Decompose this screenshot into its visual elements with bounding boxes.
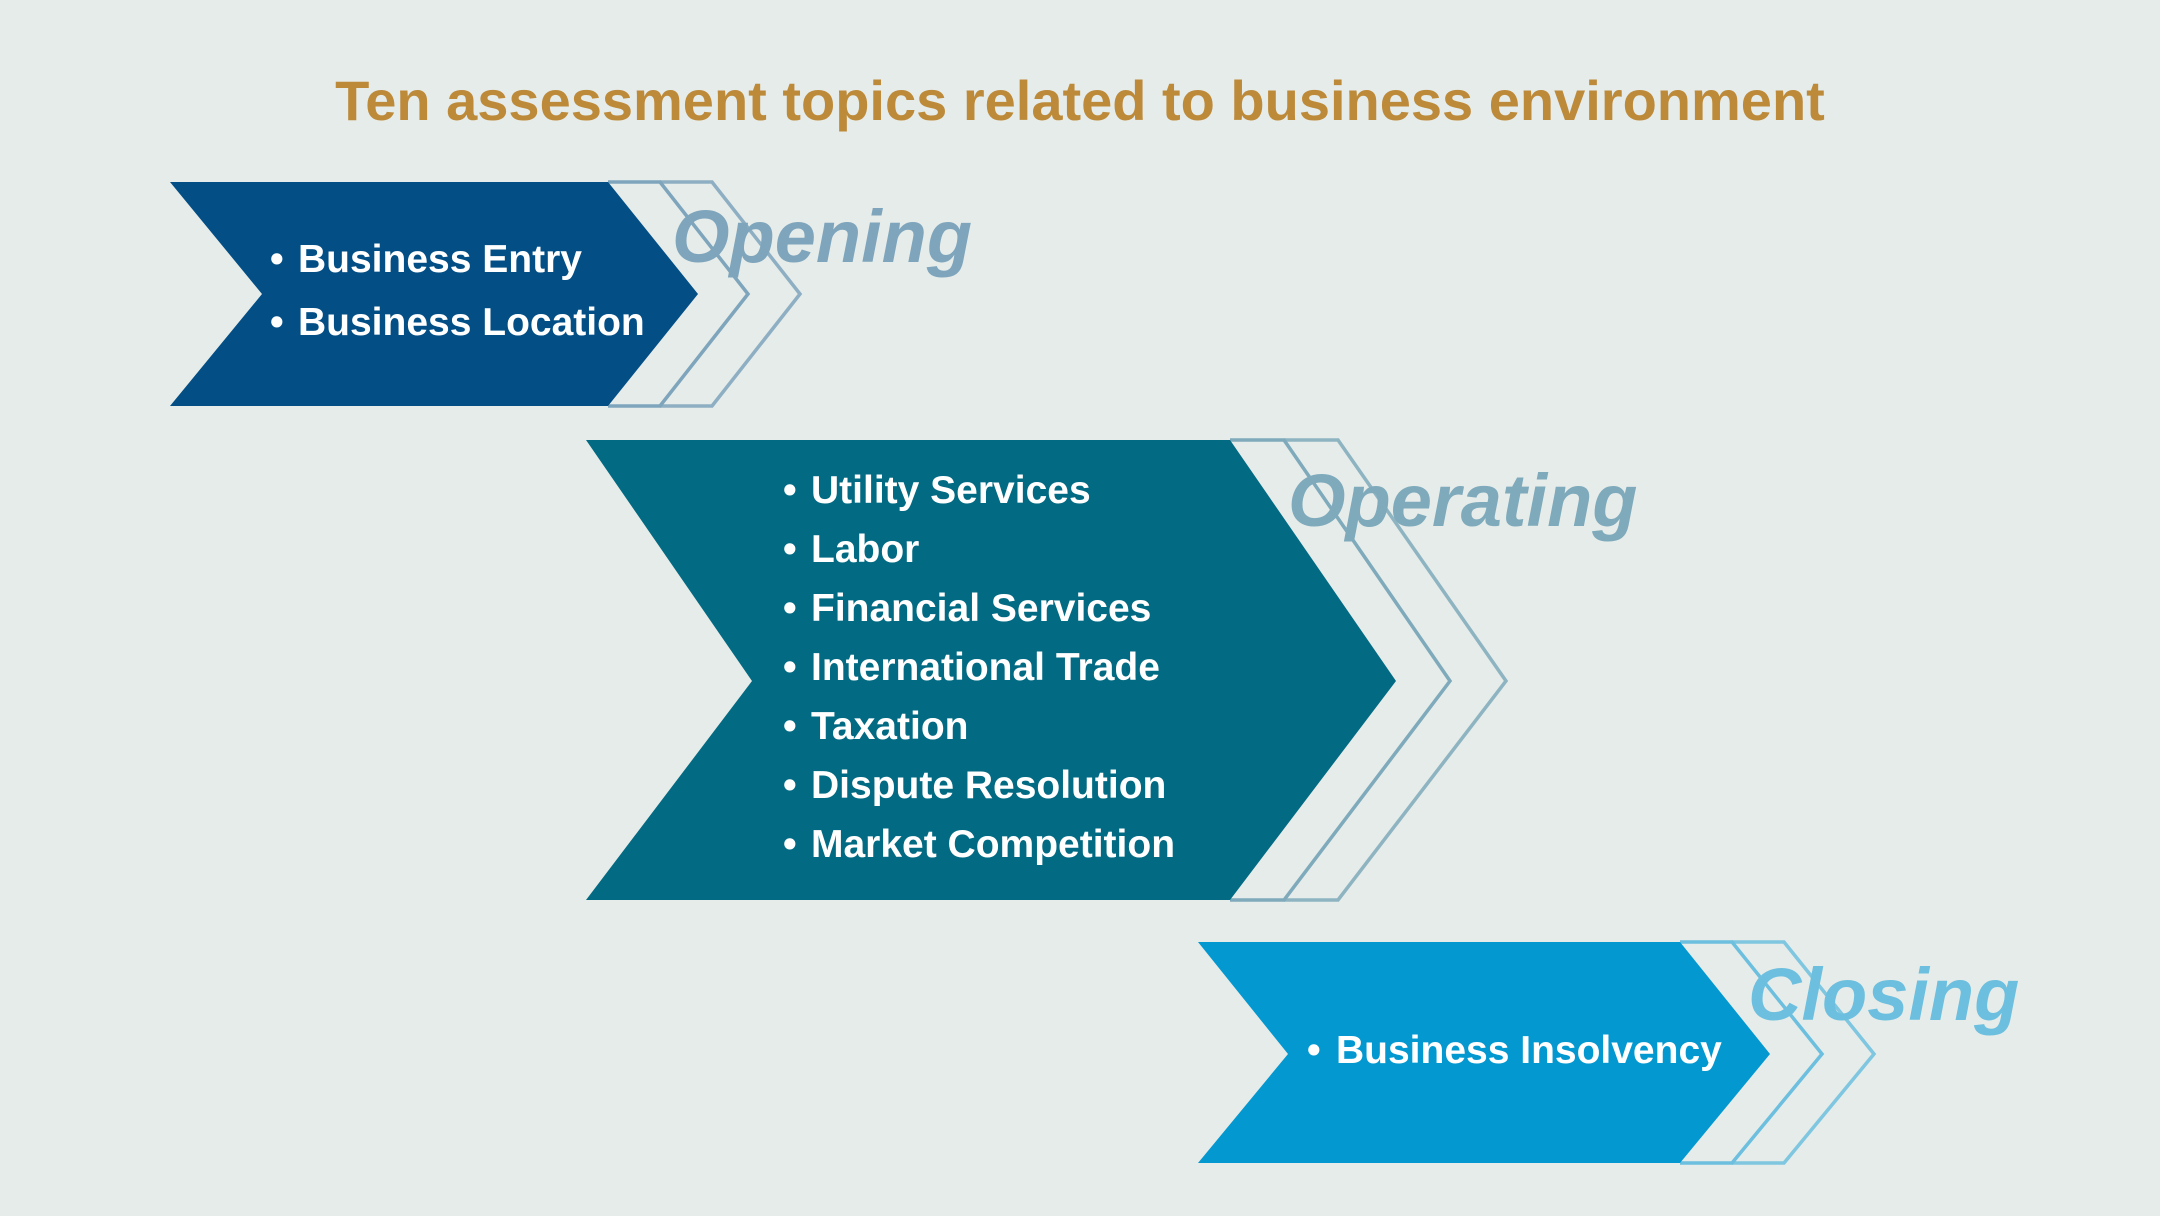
phase-label-operating: Operating [1288, 459, 1637, 542]
list-item-international-trade: International Trade [811, 646, 1160, 689]
phase-closing: Closing • Business Insolvency [1198, 940, 2019, 1165]
list-item-bullet: • [1307, 1029, 1321, 1072]
opening-chevron-outline-inner [608, 180, 751, 408]
list-item-financial-services: Financial Services [811, 587, 1151, 630]
operating-chevron [586, 440, 1396, 900]
closing-chevron-outline-inner [1680, 940, 1825, 1165]
list-item-bullet: • [783, 528, 797, 571]
list-item-bullet: • [783, 823, 797, 866]
phase-label-closing: Closing [1748, 953, 2019, 1036]
list-item-taxation: Taxation [811, 705, 968, 748]
closing-chevron-outline-outer [1732, 940, 1877, 1165]
list-item-bullet: • [783, 587, 797, 630]
list-item-bullet: • [783, 469, 797, 512]
diagram-title: Ten assessment topics related to busines… [335, 69, 1825, 132]
list-item-business-entry: Business Entry [298, 238, 582, 281]
list-item-dispute-resolution: Dispute Resolution [811, 764, 1166, 807]
list-item-labor: Labor [811, 528, 919, 571]
opening-item-list: • Business Entry • Business Location [270, 238, 645, 344]
list-item-bullet: • [783, 705, 797, 748]
list-item-business-insolvency: Business Insolvency [1336, 1029, 1722, 1072]
list-item-bullet: • [783, 764, 797, 807]
list-item-utility-services: Utility Services [811, 469, 1091, 512]
list-item-business-location: Business Location [298, 301, 645, 344]
phase-operating: Operating • Utility Services • Labor • F… [586, 438, 1637, 902]
phase-label-opening: Opening [672, 195, 972, 278]
opening-chevron-outline-outer [660, 180, 803, 408]
operating-chevron-outline-outer [1284, 438, 1509, 902]
list-item-bullet: • [270, 238, 284, 281]
list-item-bullet: • [270, 301, 284, 344]
list-item-market-competition: Market Competition [811, 823, 1175, 866]
phase-opening: Opening • Business Entry • Business Loca… [170, 180, 972, 408]
list-item-bullet: • [783, 646, 797, 689]
operating-item-list: • Utility Services • Labor • Financial S… [783, 469, 1175, 866]
operating-chevron-outline-inner [1230, 438, 1453, 902]
closing-chevron [1198, 942, 1770, 1163]
closing-item-list: • Business Insolvency [1307, 1029, 1722, 1072]
opening-chevron [170, 182, 698, 406]
